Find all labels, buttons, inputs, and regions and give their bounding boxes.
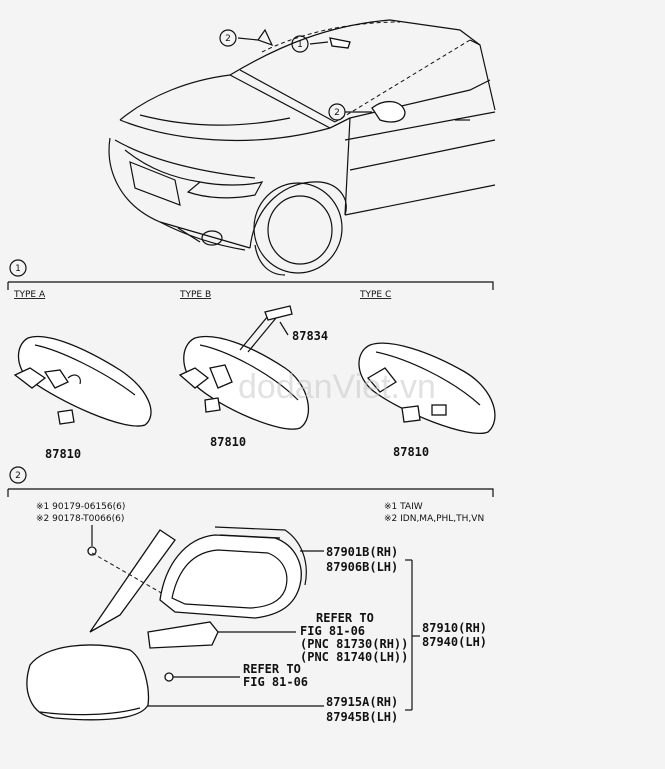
part-87810-c: 87810 bbox=[393, 445, 429, 459]
callout-1-roof: 1 bbox=[291, 35, 309, 53]
section-2: 2 ※1 90179-06156(6) ※2 90178-T0066(6) ※1… bbox=[7, 466, 494, 724]
type-a-label: TYPE A bbox=[13, 290, 46, 300]
mirror-housing bbox=[159, 534, 302, 619]
part-87834: 87834 bbox=[292, 329, 328, 343]
type-b-label: TYPE B bbox=[179, 290, 211, 300]
car-illustration bbox=[108, 19, 496, 276]
part-87906b: 87906B(LH) bbox=[326, 560, 398, 574]
callout-2-mirror: 2 bbox=[328, 103, 346, 121]
svg-text:2: 2 bbox=[15, 471, 21, 481]
part-87901b: 87901B(RH) bbox=[326, 545, 398, 559]
refer1-line4: (PNC 81740(LH)) bbox=[300, 650, 408, 664]
refer1-line3: (PNC 81730(RH)) bbox=[300, 637, 408, 651]
part-87910: 87910(RH) bbox=[422, 621, 487, 635]
mirror-type-c bbox=[358, 342, 496, 434]
part-87810-b: 87810 bbox=[210, 435, 246, 449]
mirror-type-b bbox=[178, 305, 310, 430]
svg-text:1: 1 bbox=[297, 40, 303, 50]
screw-note-2: ※2 90178-T0066(6) bbox=[36, 514, 124, 524]
refer2-line1: REFER TO bbox=[243, 662, 301, 676]
screw-icon bbox=[87, 525, 97, 556]
mirror-type-a bbox=[13, 335, 152, 427]
svg-text:2: 2 bbox=[334, 108, 340, 118]
turn-signal-lamp bbox=[147, 621, 219, 649]
refer1-line2: FIG 81-06 bbox=[300, 624, 365, 638]
part-87915a: 87915A(RH) bbox=[326, 695, 398, 709]
part-87810-a: 87810 bbox=[45, 447, 81, 461]
legend-note-1: ※1 TAIW bbox=[384, 502, 423, 512]
refer1-line1: REFER TO bbox=[316, 611, 374, 625]
screw-icon-lower bbox=[164, 672, 174, 682]
svg-text:1: 1 bbox=[15, 264, 21, 274]
part-87945b: 87945B(LH) bbox=[326, 710, 398, 724]
legend-note-2: ※2 IDN,MA,PHL,TH,VN bbox=[384, 514, 484, 524]
svg-text:2: 2 bbox=[225, 34, 231, 44]
mirror-glass-shape bbox=[89, 529, 176, 633]
mirror-cover bbox=[26, 644, 150, 721]
part-87940: 87940(LH) bbox=[422, 635, 487, 649]
screw-note-1: ※1 90179-06156(6) bbox=[36, 502, 125, 512]
watermark: dodanViet.vn bbox=[238, 368, 436, 406]
refer2-line2: FIG 81-06 bbox=[243, 675, 308, 689]
type-c-label: TYPE C bbox=[359, 290, 391, 300]
callout-2-windshield: 2 bbox=[219, 29, 237, 47]
section-1: 1 TYPE A TYPE B TYPE C 87810 878 bbox=[7, 259, 496, 461]
